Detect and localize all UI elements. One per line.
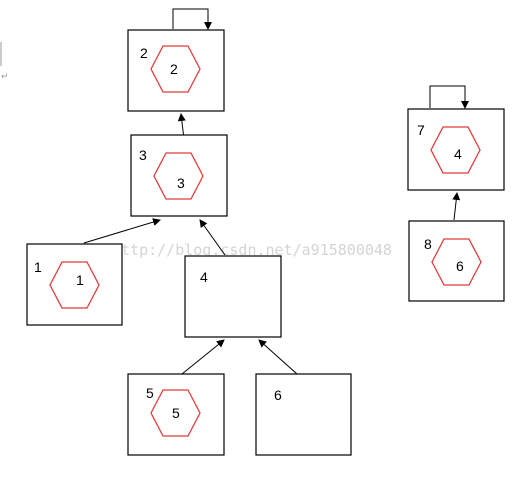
hexagon-label-1: 1 — [76, 272, 84, 288]
node-1: 1 1 — [26, 243, 123, 326]
node-7: 7 4 — [407, 108, 505, 191]
hexagon-3 — [153, 152, 204, 200]
node-box-7 — [407, 108, 505, 191]
enter-mark: ↵ — [1, 72, 9, 82]
hexagon-5 — [150, 389, 201, 437]
self-loop-n7-to-n7 — [429, 85, 469, 109]
node-box-8 — [408, 220, 505, 302]
node-box-6 — [255, 373, 352, 456]
node-5: 5 5 — [127, 373, 225, 456]
node-8: 8 6 — [408, 220, 505, 302]
hexagon-label-3: 3 — [177, 175, 185, 191]
watermark-text: http://blog.csdn.net/a915800048 — [112, 241, 392, 259]
edge-n8-to-n7 — [452, 192, 461, 221]
node-label-7: 7 — [417, 122, 425, 138]
edge-n4-to-n3 — [199, 219, 226, 256]
hexagon-7 — [430, 126, 481, 174]
node-box-2 — [127, 29, 225, 112]
hexagon-label-7: 4 — [454, 146, 462, 162]
edge-n1-to-n3 — [83, 218, 161, 244]
hexagon-label-2: 2 — [170, 61, 178, 77]
node-box-4 — [184, 255, 282, 338]
node-label-8: 8 — [424, 236, 432, 252]
node-3: 3 3 — [130, 134, 228, 217]
self-loop-n2-to-n2 — [172, 8, 212, 30]
node-label-1: 1 — [34, 259, 42, 275]
node-box-1 — [26, 243, 123, 326]
hexagon-label-5: 5 — [172, 405, 180, 421]
node-box-5 — [127, 373, 225, 456]
node-label-5: 5 — [146, 385, 154, 401]
edge-n6-to-n4 — [258, 339, 298, 375]
edges-layer — [83, 8, 469, 375]
hexagon-1 — [49, 261, 100, 309]
node-label-2: 2 — [140, 45, 148, 61]
node-label-4: 4 — [200, 269, 208, 285]
node-4: 4 — [184, 255, 282, 338]
node-label-6: 6 — [274, 387, 282, 403]
node-label-3: 3 — [139, 147, 147, 163]
hexagon-2 — [150, 45, 201, 93]
hexagon-8 — [431, 238, 482, 286]
hexagon-label-8: 6 — [456, 258, 464, 274]
node-6: 6 — [255, 373, 352, 456]
edge-n5-to-n4 — [181, 339, 225, 375]
node-box-3 — [130, 134, 228, 217]
node-2: 2 2 — [127, 29, 225, 112]
